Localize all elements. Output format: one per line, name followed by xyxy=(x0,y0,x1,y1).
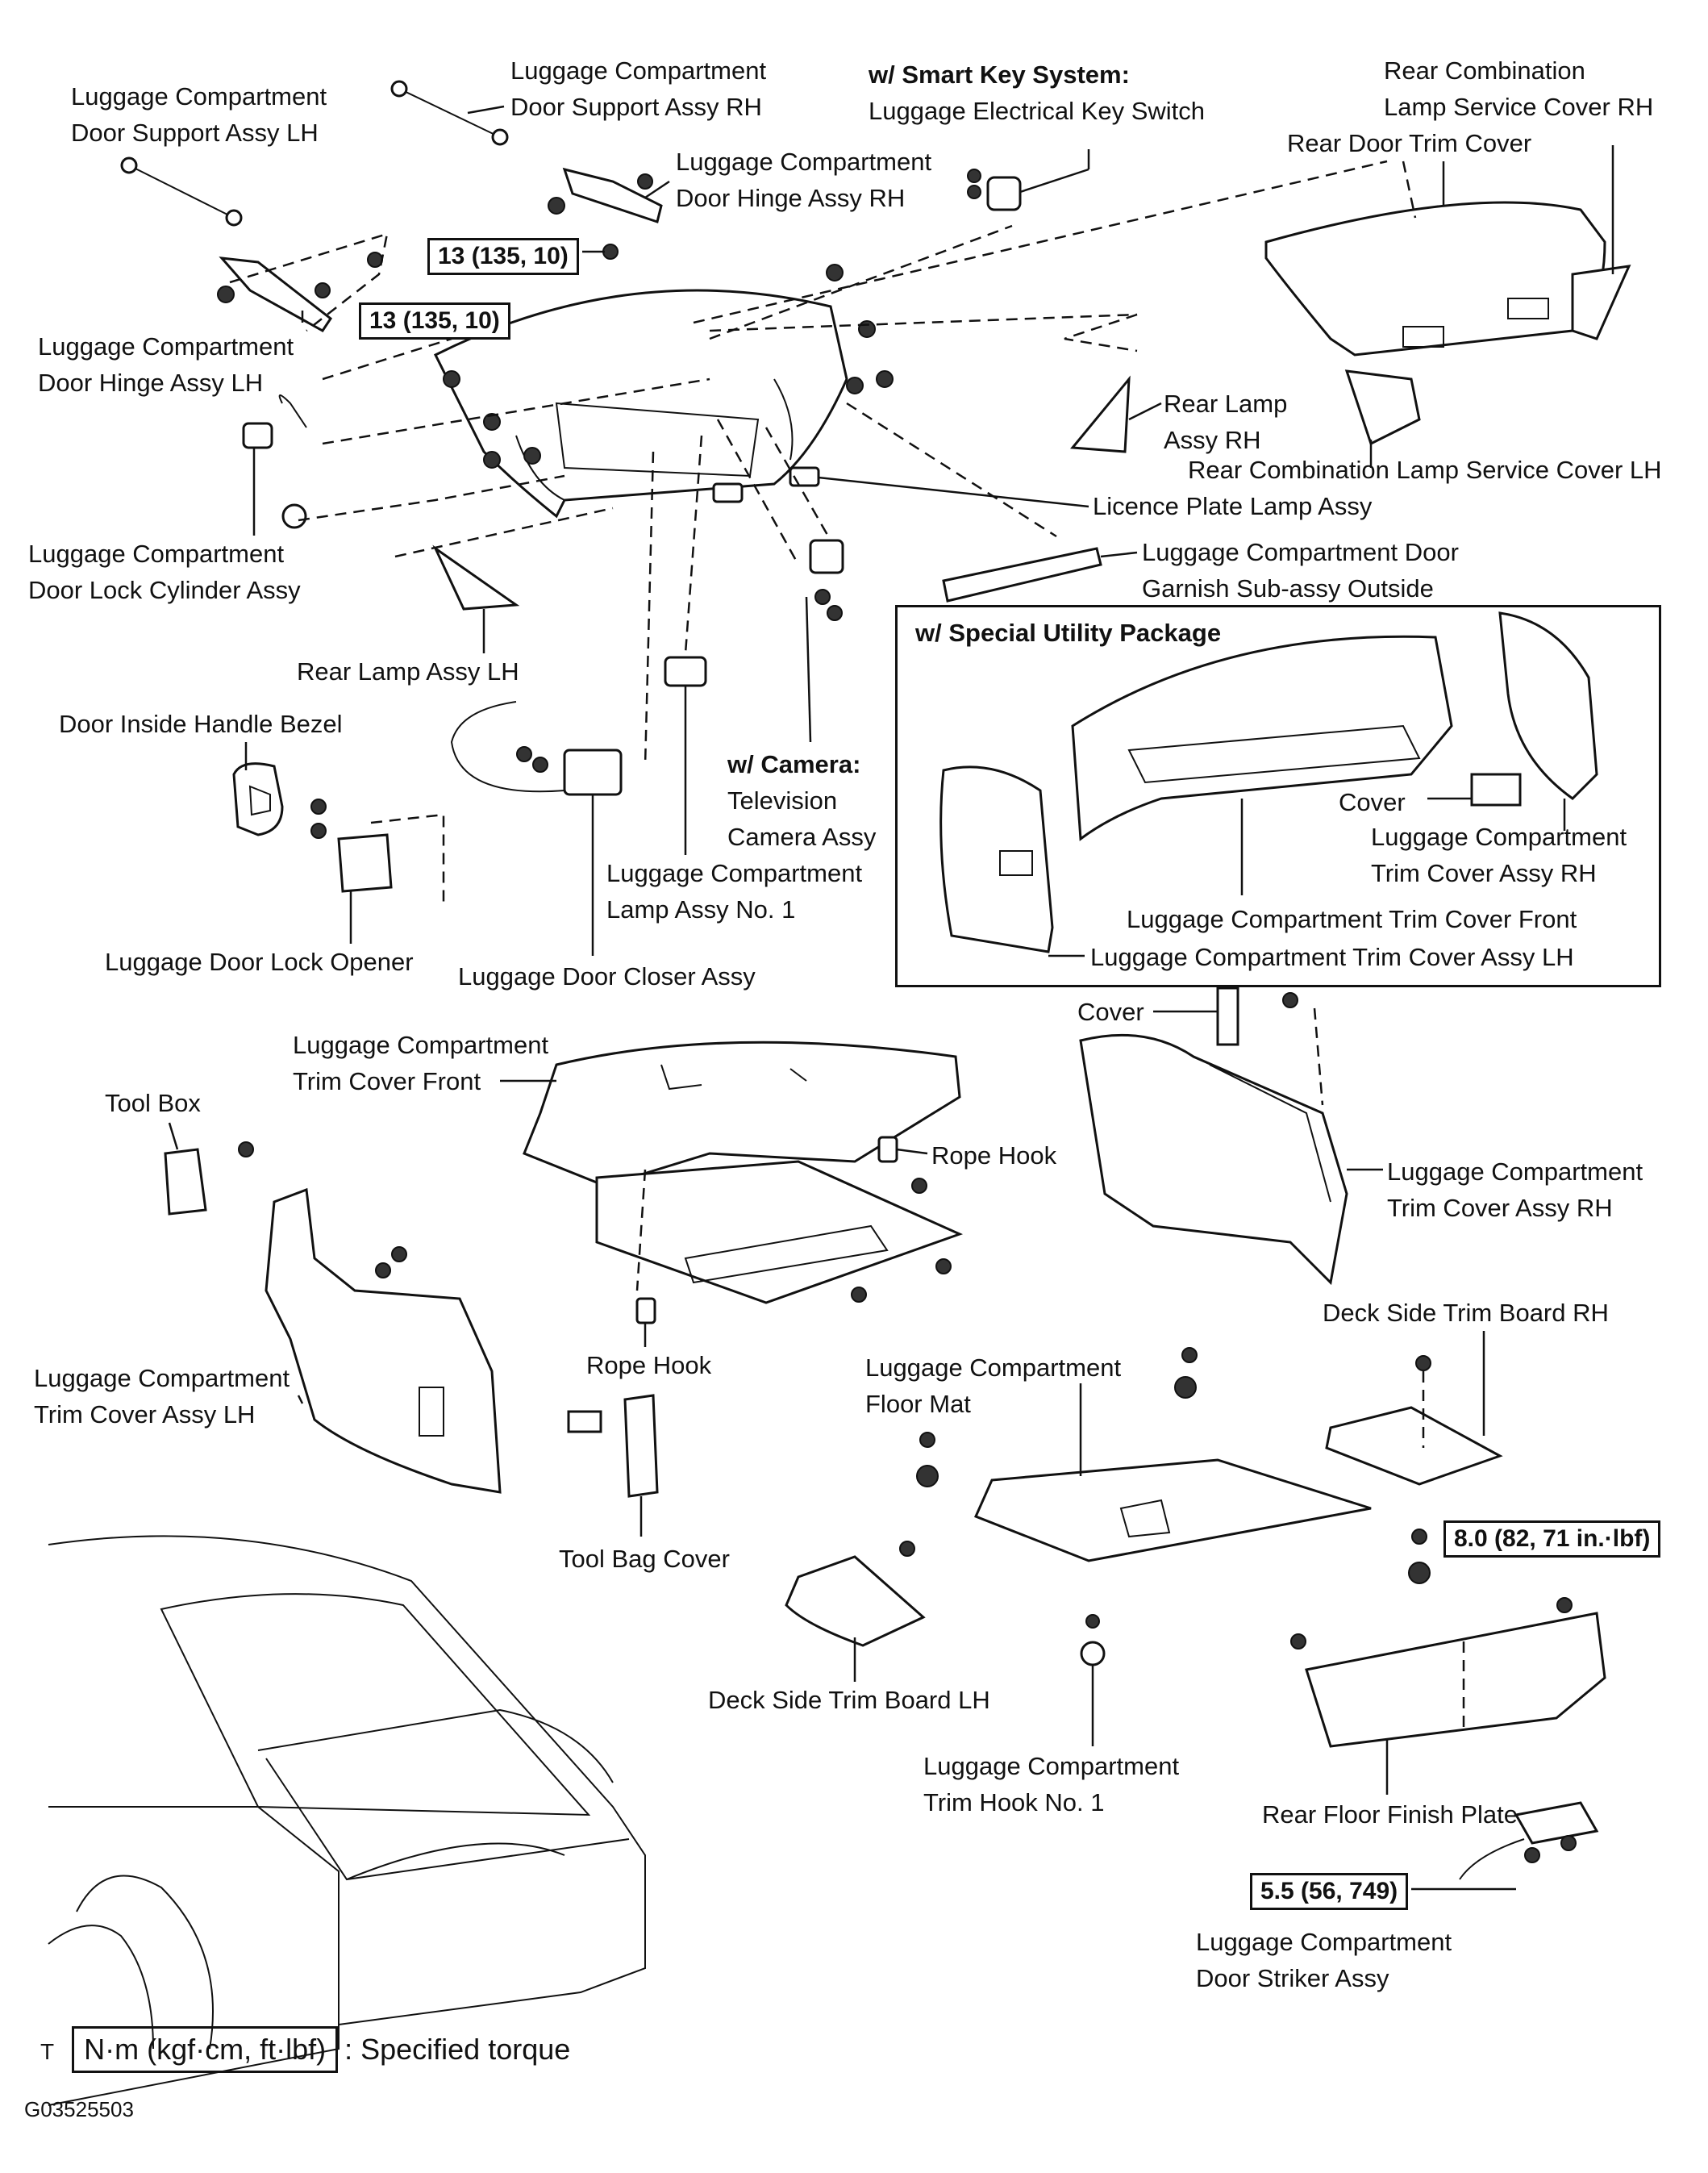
label-tool-bag-cover: Tool Bag Cover xyxy=(559,1545,730,1573)
label-smart-key: w/ Smart Key System:Luggage Electrical K… xyxy=(869,60,1206,125)
label-rear-lamp-lh: Rear Lamp Assy LH xyxy=(297,657,519,686)
label-trim-cover-front-a: Luggage Compartment Trim Cover Front xyxy=(1127,905,1577,933)
label-door-closer: Luggage Door Closer Assy xyxy=(458,962,756,991)
deck-side-rh xyxy=(1325,1406,1503,1486)
rear-lamp-lh xyxy=(432,544,520,611)
rear-floor-finish-plate xyxy=(1290,1597,1606,1748)
inside-handle-bezel xyxy=(232,762,284,836)
floor-mat xyxy=(973,1458,1372,1562)
label-cover-a: Cover xyxy=(1339,788,1406,816)
deck-side-lh xyxy=(785,1555,926,1647)
sup-trim-cover-rh xyxy=(1498,611,1598,800)
door-support-lh xyxy=(120,156,243,227)
camera-assy xyxy=(809,539,844,621)
door-striker xyxy=(1459,1801,1599,1880)
cover-b xyxy=(1216,986,1239,1046)
electrical-key-switch xyxy=(967,169,1022,211)
rope-hooks xyxy=(635,1136,898,1324)
torque-hinge-lh: 13 (135, 10) xyxy=(359,302,510,340)
label-deck-side-lh: Deck Side Trim Board LH xyxy=(708,1686,990,1714)
label-licence-plate-lamp: Licence Plate Lamp Assy xyxy=(1093,492,1373,520)
label-door-lock-opener: Luggage Door Lock Opener xyxy=(105,948,414,976)
label-rear-door-trim-cover: Rear Door Trim Cover xyxy=(1287,129,1532,157)
rear-lamp-rh xyxy=(1070,375,1131,453)
label-rear-floor-finish: Rear Floor Finish Plate xyxy=(1262,1800,1518,1829)
torque-striker: 5.5 (56, 749) xyxy=(1250,1873,1409,1910)
label-rope-hook-a: Rope Hook xyxy=(931,1141,1057,1170)
rear-door-trim-cover xyxy=(1264,201,1606,357)
label-trim-cover-lh-a: Luggage Compartment Trim Cover Assy LH xyxy=(1090,943,1574,971)
lamp-service-cover-lh xyxy=(1344,369,1421,446)
mid-bolts xyxy=(375,992,1431,1584)
figure-code: G03525503 xyxy=(24,2097,134,2121)
torque-hinge-rh: 13 (135, 10) xyxy=(427,238,579,275)
label-deck-side-rh: Deck Side Trim Board RH xyxy=(1323,1299,1609,1327)
door-closer xyxy=(450,701,623,796)
trim-hook-no1 xyxy=(1080,1614,1106,1666)
lamp-no1 xyxy=(664,656,707,687)
sup-cover xyxy=(1470,773,1522,807)
hinge-bolts xyxy=(367,244,894,469)
door-hinge-rh xyxy=(548,167,663,223)
sup-trim-cover-lh xyxy=(939,765,1054,953)
door-garnish xyxy=(942,547,1102,603)
torque-finish-plate: 8.0 (82, 71 in.·lbf) xyxy=(1443,1520,1661,1558)
trim-cover-rh-b xyxy=(1079,1033,1348,1286)
special-utility-package-box xyxy=(895,605,1661,987)
torque-legend: T N·m (kgf·cm, ft·lbf): Specified torque xyxy=(40,2026,570,2073)
floor-tray xyxy=(595,1160,964,1304)
label-lamp-service-cover-lh: Rear Combination Lamp Service Cover LH xyxy=(1188,456,1662,484)
trim-cover-lh-b xyxy=(265,1187,502,1494)
tool-bag-cover xyxy=(567,1394,659,1498)
vehicle-outline xyxy=(48,1535,646,2106)
label-tool-box: Tool Box xyxy=(105,1089,201,1117)
label-rope-hook-b: Rope Hook xyxy=(586,1351,712,1379)
door-lock-opener xyxy=(310,799,393,893)
legend-text: : Specified torque xyxy=(344,2033,571,2066)
door-support-rh xyxy=(390,80,509,146)
label-door-inside-handle-bezel: Door Inside Handle Bezel xyxy=(59,710,343,738)
door-lock-cylinder xyxy=(242,394,307,529)
tool-box xyxy=(164,1141,254,1216)
legend-prefix: T xyxy=(40,2039,55,2064)
trim-cover-front xyxy=(523,1041,961,1187)
legend-unit-box: N·m (kgf·cm, ft·lbf) xyxy=(72,2026,339,2073)
label-cover-b: Cover xyxy=(1077,998,1144,1026)
label-special-utility: w/ Special Utility Package xyxy=(915,619,1222,647)
sup-trim-cover-front xyxy=(1071,635,1453,841)
lamp-service-cover-rh xyxy=(1571,265,1631,340)
